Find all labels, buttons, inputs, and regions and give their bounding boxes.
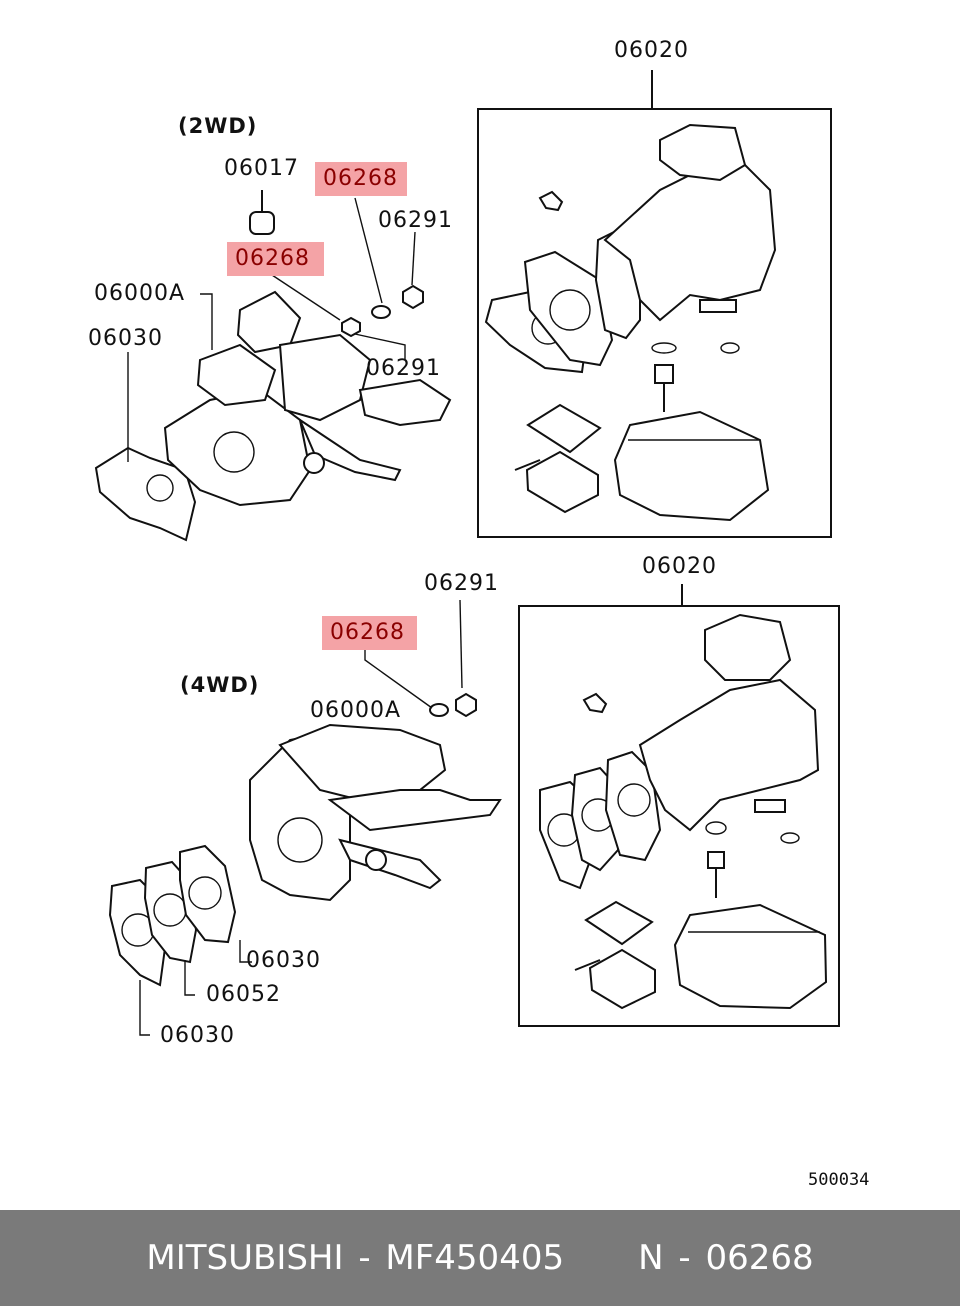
kit-parts-bottom — [539, 613, 828, 1010]
label-06017: 06017 — [224, 156, 299, 181]
label-06030-bottom-a: 06030 — [246, 948, 321, 973]
kit-parts-top — [484, 123, 777, 522]
leaders-bottom — [139, 599, 463, 1036]
section-title-4wd: (4WD) — [180, 673, 260, 697]
label-kit-bottom: 06020 — [642, 554, 717, 579]
diagram-drawing — [94, 70, 840, 1036]
highlight-06268-top-a: 06268 — [315, 162, 407, 196]
highlight-label: 06268 — [323, 166, 398, 191]
label-06291-top-b: 06291 — [366, 356, 441, 381]
kit-box-bottom — [518, 584, 840, 1027]
label-kit-top: 06020 — [614, 38, 689, 63]
label-06291-bottom: 06291 — [424, 571, 499, 596]
leaders-top — [127, 197, 416, 462]
carb-assembly-4wd — [108, 692, 502, 987]
footer-bar: MITSUBISHI - MF450405 N - 06268 — [0, 1210, 960, 1306]
section-title-2wd: (2WD) — [178, 114, 258, 138]
label-06291-top-a: 06291 — [378, 208, 453, 233]
footer-part-number: MITSUBISHI - MF450405 N - 06268 — [146, 1238, 814, 1278]
parts-diagram: (2WD) (4WD) 06020 06017 06291 06000A 060… — [88, 38, 870, 1190]
highlight-label: 06268 — [235, 246, 310, 271]
highlight-label: 06268 — [330, 620, 405, 645]
reference-number: 500034 — [808, 1170, 870, 1190]
label-06030-bottom-b: 06030 — [160, 1023, 235, 1048]
kit-box-top — [477, 70, 832, 538]
label-06052: 06052 — [206, 982, 281, 1007]
label-06000a-bottom: 06000A — [310, 698, 402, 723]
label-06000a-top: 06000A — [94, 281, 186, 306]
label-06030-top: 06030 — [88, 326, 163, 351]
highlight-06268-top-b: 06268 — [227, 242, 324, 276]
carb-assembly-2wd — [94, 190, 452, 542]
highlight-06268-bottom: 06268 — [322, 616, 417, 650]
